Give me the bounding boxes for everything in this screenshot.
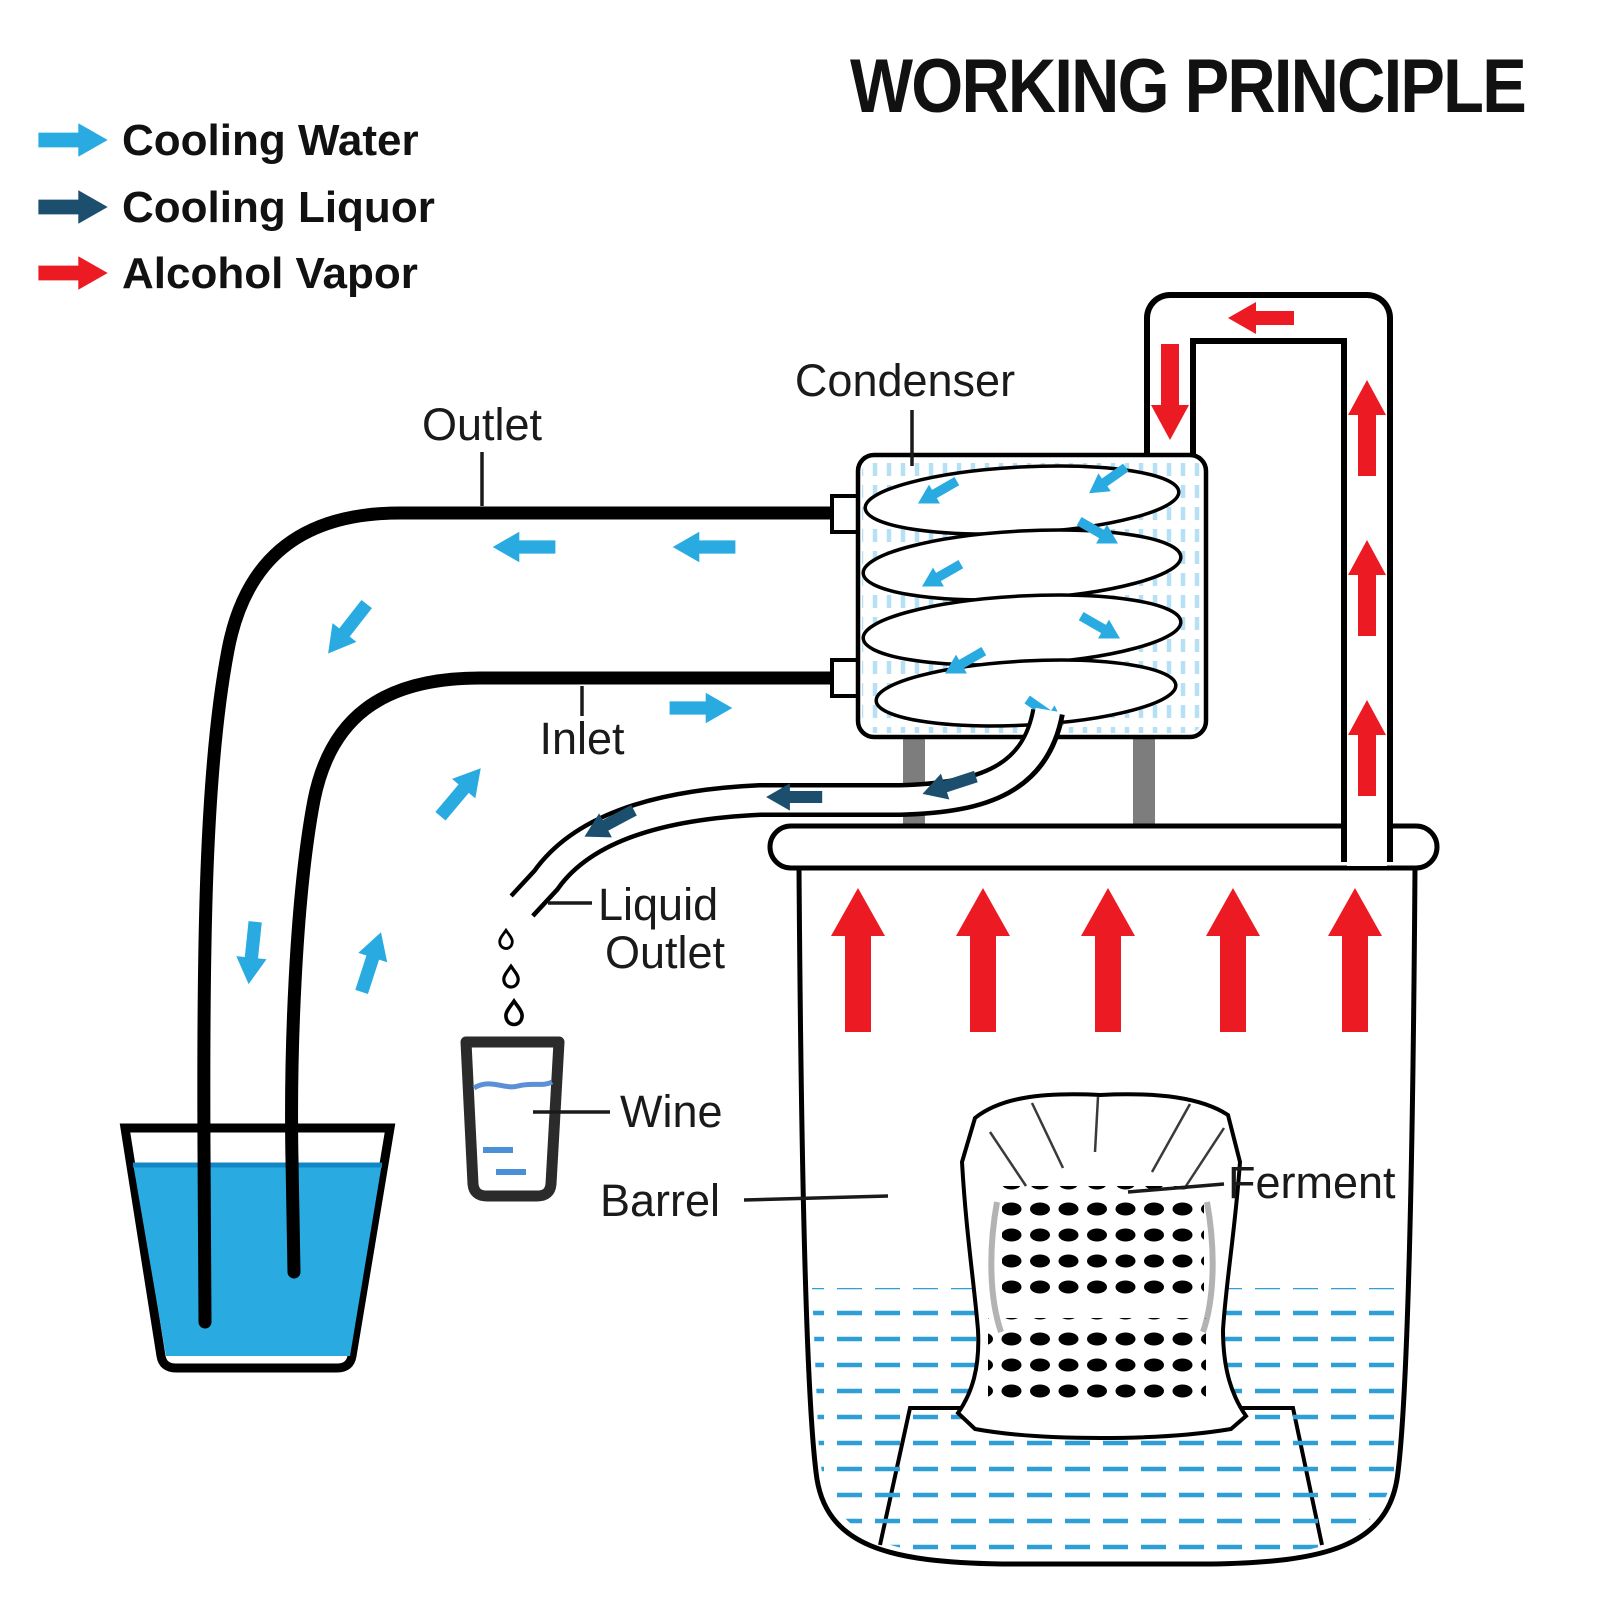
water-bucket (119, 1123, 396, 1373)
ferment-pointer (1127, 1182, 1225, 1194)
ferment-dots-lower (988, 1318, 1206, 1398)
vapor-pipe (1144, 292, 1393, 866)
wine-glass (460, 1036, 565, 1202)
legend-cooling-liquor-label: Cooling Liquor (122, 183, 435, 232)
ferment-dots-upper (1002, 1186, 1204, 1298)
condenser-coil (861, 464, 1183, 728)
inlet-tube (285, 671, 857, 1279)
liquid-tube-inner (510, 707, 1061, 917)
barrel-lid (767, 823, 1440, 871)
cooling-water-arrow-icon (38, 123, 108, 157)
annotations: Condenser Outlet Inlet Liquid Outlet Win… (422, 355, 1396, 1226)
alcohol-vapor-arrow-icon (38, 256, 108, 290)
cooling-water-arrow (347, 927, 396, 997)
liquid-outlet-label-line1: Liquid (598, 879, 718, 930)
condenser-label: Condenser (795, 355, 1015, 406)
condenser (855, 452, 1209, 740)
legend-alcohol-vapor-label: Alcohol Vapor (122, 249, 418, 298)
ferment-label: Ferment (1228, 1157, 1396, 1208)
legend-cooling-water-label: Cooling Water (122, 116, 419, 165)
cooling-water-arrow (669, 692, 733, 724)
liquid-outlet-label-line2: Outlet (605, 927, 726, 978)
glass-outline (460, 1036, 565, 1202)
cooling-water-arrow (316, 594, 379, 663)
wine-drop (502, 964, 520, 989)
barrel (796, 865, 1418, 1567)
barrel-label: Barrel (600, 1175, 720, 1226)
inlet-label: Inlet (539, 713, 625, 764)
condenser-leg-right (1133, 735, 1155, 835)
cooling-water-arrow (492, 531, 556, 563)
cooling-water-arrow (672, 531, 736, 563)
bag-side-shade-right (1200, 1201, 1216, 1333)
outlet-label: Outlet (422, 399, 543, 450)
page-title: WORKING PRINCIPLE (850, 44, 1525, 129)
liquid-outlet-tube (498, 707, 1065, 1027)
glass-wine-surface (472, 1079, 554, 1091)
bag-crease-lines (988, 1096, 1226, 1187)
cooling-liquor-arrow-icon (38, 190, 108, 224)
wine-label: Wine (620, 1086, 723, 1137)
cooling-water-arrow (233, 920, 271, 986)
bucket-water (133, 1163, 382, 1356)
outlet-tube (197, 506, 859, 1329)
wine-drop (498, 928, 514, 950)
legend: Cooling Water Cooling Liquor Alcohol Vap… (38, 116, 435, 298)
wine-drop (504, 999, 524, 1027)
cooling-water-arrow (428, 758, 493, 827)
barrel-pointer (743, 1194, 889, 1202)
